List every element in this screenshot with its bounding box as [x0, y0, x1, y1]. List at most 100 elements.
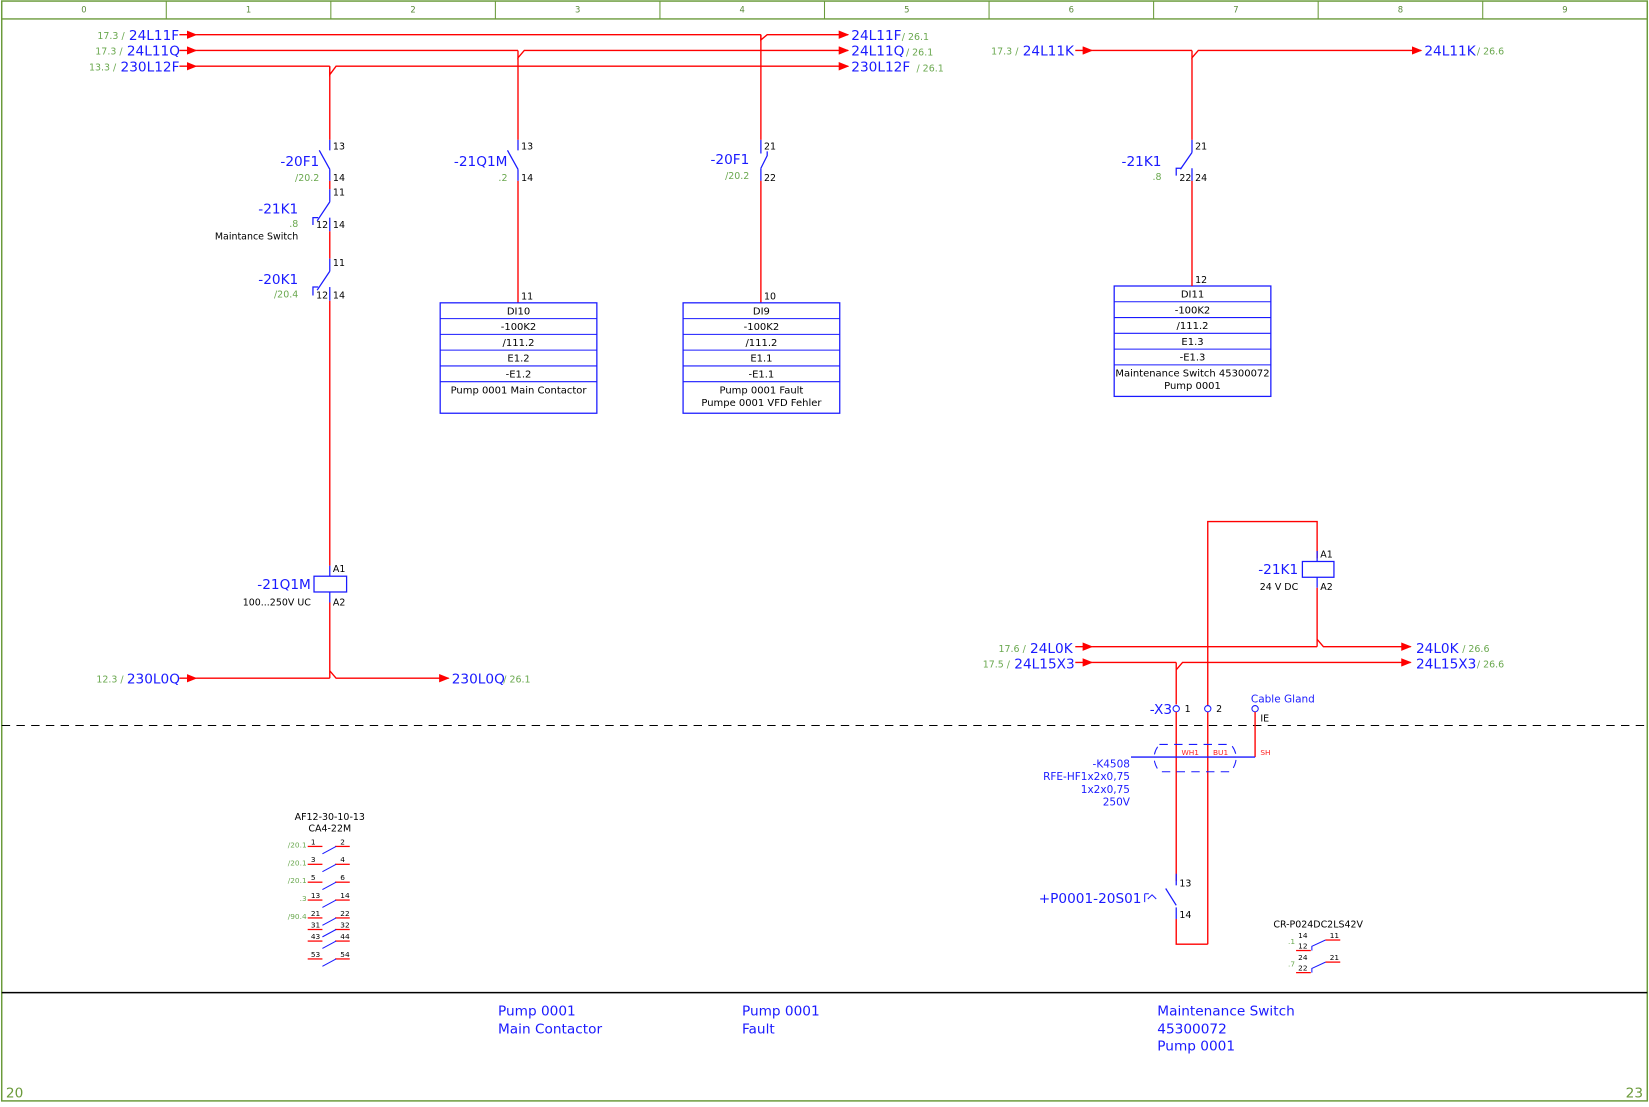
potential-label[interactable]: 24L11Q	[851, 44, 904, 60]
device-tag: -20F1	[710, 152, 749, 168]
pin-label: 21	[1195, 141, 1207, 152]
coil-21K1[interactable]: A1 A2 -21K1 24 V DC	[1258, 549, 1335, 593]
column-number: 8	[1398, 5, 1403, 15]
potential-230L12F: 13.3 / 230L12F 230L12F / 26.1	[89, 60, 944, 77]
pin-label: 22	[340, 909, 349, 918]
pin-label: 24	[1195, 173, 1207, 184]
mirror-title: CR-P024DC2LS42V	[1273, 919, 1363, 930]
footer-text: Pump 0001	[742, 1004, 820, 1020]
cross-ref: .2	[498, 173, 507, 184]
pin-label: 4	[340, 855, 345, 864]
potential-ref: / 26.1	[902, 32, 929, 43]
potential-ref: 17.5 /	[983, 660, 1011, 671]
potential-label[interactable]: 24L15X3	[1014, 657, 1074, 673]
cross-ref: /20.4	[274, 290, 298, 301]
cable-gland[interactable]: Cable Gland IE	[1251, 693, 1315, 758]
terminal-number: 2	[1216, 704, 1222, 715]
contact-lever	[322, 929, 337, 938]
potential-ref: / 26.1	[906, 48, 933, 59]
box-row-text: -E1.1	[749, 369, 775, 380]
potential-label[interactable]: 24L11K	[1424, 44, 1476, 60]
box-row-text: /111.2	[1177, 321, 1209, 332]
potential-ref: 17.3 /	[97, 31, 125, 42]
wire	[1207, 520, 1318, 945]
device-tag: -21Q1M	[454, 154, 508, 170]
potential-label[interactable]: 24L11F	[851, 28, 901, 44]
coil-21Q1M[interactable]: A1 A2 -21Q1M 100...250V UC	[243, 564, 348, 609]
cross-ref: .8	[1152, 172, 1161, 183]
contact-20K1-changeover[interactable]: 11 12 14 -20K1 /20.4	[258, 258, 345, 302]
mirror-row: 53 54	[307, 950, 350, 967]
potential-label[interactable]: 24L11Q	[127, 44, 180, 60]
core-label: WH1	[1181, 748, 1198, 757]
contact-21Q1M-no[interactable]: 13 14 -21Q1M .2	[454, 139, 533, 184]
box-row-text: E1.2	[507, 354, 529, 365]
cable-cores: 1x2x0,75	[1081, 784, 1130, 796]
potential-24L11Q: 17.3 / 24L11Q 24L11Q / 26.1	[95, 44, 933, 60]
pin-label: 53	[311, 950, 321, 959]
mirror-title: AF12-30-10-13	[295, 812, 365, 823]
potential-label[interactable]: 230L0Q	[452, 671, 505, 687]
pin-label: 43	[311, 932, 321, 941]
contact-20F1-nc[interactable]: 21 22 -20F1 /20.2	[710, 139, 776, 184]
wire	[1175, 918, 1208, 945]
contact-20F1-no[interactable]: 13 14 -20F1 /20.2	[280, 139, 345, 184]
page-number-right[interactable]: 23	[1626, 1086, 1643, 1102]
terminal-X3[interactable]: -X3 1 2	[1150, 702, 1222, 718]
potential-label[interactable]: 24L0K	[1030, 641, 1074, 657]
column-number: 7	[1233, 5, 1238, 15]
core-label: BU1	[1213, 748, 1228, 757]
footer-text: Main Contactor	[498, 1022, 602, 1038]
pin-label: 13	[521, 141, 533, 152]
column-number: 3	[575, 5, 580, 15]
potential-label[interactable]: 24L11K	[1023, 44, 1075, 60]
pin-label: 54	[340, 950, 350, 959]
potential-ref: / 26.6	[1477, 47, 1504, 58]
contact-21K1-nc[interactable]: 21 22 24 -21K1 .8	[1122, 139, 1208, 184]
cross-ref: /20.1	[288, 876, 307, 885]
box-row-text: DI10	[507, 306, 530, 317]
column-number: 9	[1562, 5, 1567, 15]
cable-K4508[interactable]: WH1 BU1 SH -K4508 RFE-HF1x2x0,75 1x2x0,7…	[1043, 743, 1271, 808]
contact-lever	[1311, 961, 1326, 973]
contact-lever	[322, 940, 337, 949]
potential-label[interactable]: 24L15X3	[1416, 657, 1476, 673]
box-row-text: -100K2	[744, 322, 780, 333]
switch-P0001-20S01[interactable]: 13 14 +P0001-20S01	[1039, 873, 1192, 921]
gland-terminal-icon	[1251, 705, 1259, 713]
potential-label[interactable]: 24L11F	[129, 28, 179, 44]
pin-label: 14	[333, 173, 345, 184]
cross-ref: /90.4	[288, 912, 307, 921]
pin-label: 24	[1298, 953, 1308, 962]
pin-label: 22	[1179, 173, 1191, 184]
pin-label: 44	[340, 932, 350, 941]
page-number-left[interactable]: 20	[6, 1086, 23, 1102]
potential-label[interactable]: 230L0Q	[127, 671, 180, 687]
contact-lever	[316, 201, 331, 222]
cross-ref: .1	[1288, 937, 1295, 946]
potential-label[interactable]: 230L12F	[851, 60, 910, 76]
box-row-text: E1.3	[1181, 337, 1203, 348]
pin-label: 5	[311, 873, 316, 882]
potential-ref: / 26.6	[1462, 644, 1489, 655]
contact-21K1-changeover[interactable]: 11 12 14 -21K1 .8 Maintance Switch	[215, 188, 345, 243]
pin-label: 31	[311, 920, 320, 929]
pin-label: 22	[764, 173, 776, 184]
potential-ref: / 26.1	[503, 674, 530, 685]
pin-label: A1	[333, 564, 345, 575]
coil-symbol	[313, 575, 348, 593]
box-row-text: /111.2	[745, 338, 777, 349]
footer-text: Maintenance Switch	[1157, 1004, 1294, 1020]
potential-label[interactable]: 230L12F	[121, 60, 180, 76]
potential-label[interactable]: 24L0K	[1416, 641, 1460, 657]
pin-label: 12	[1195, 275, 1207, 286]
shield-label: SH	[1260, 748, 1270, 757]
